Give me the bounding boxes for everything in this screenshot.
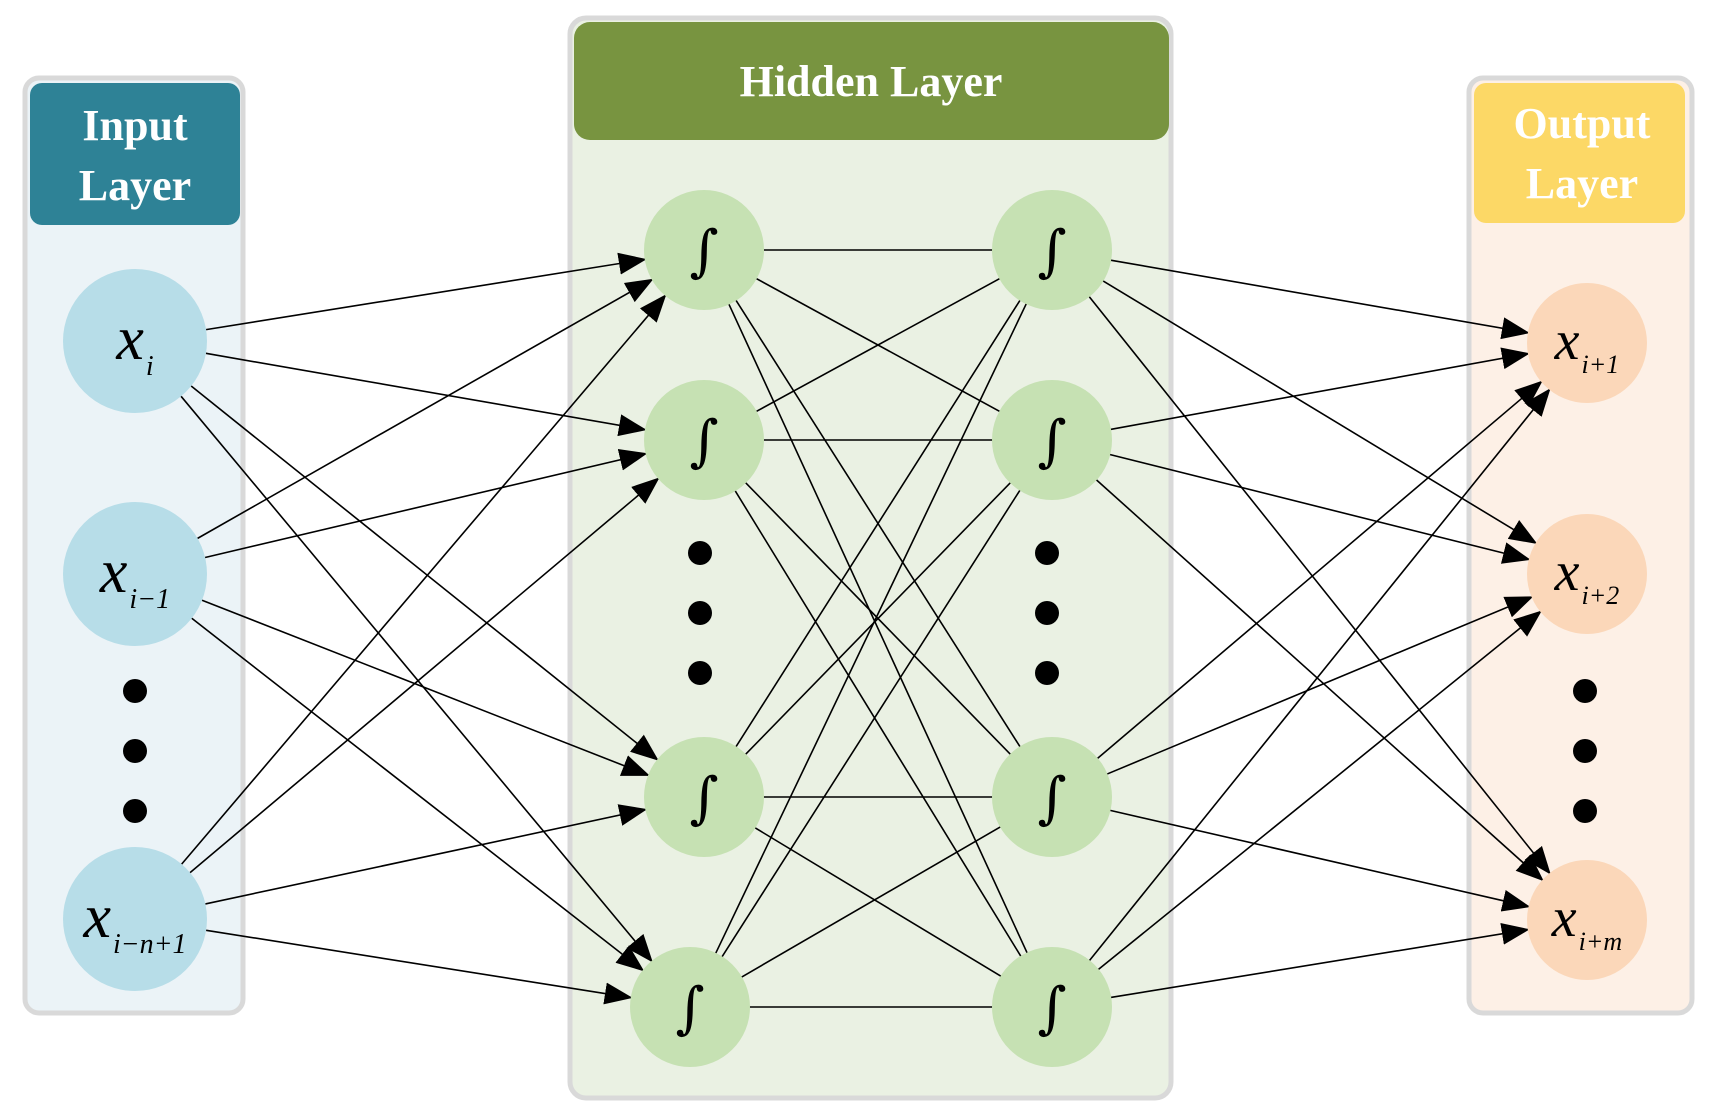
input-to-hidden-connection	[205, 252, 647, 331]
input-to-hidden-connection	[205, 929, 633, 1005]
input-node: xi−n+1	[63, 847, 207, 991]
output-node: xi+1	[1527, 283, 1647, 403]
output-layer-title-line1: Output	[1514, 99, 1651, 148]
hidden-to-output-connection	[1109, 922, 1530, 999]
integral-icon: ∫	[689, 409, 718, 474]
input-layer-title-line1: Input	[82, 101, 188, 150]
input-to-hidden-connection	[191, 617, 645, 972]
integral-icon: ∫	[675, 976, 704, 1041]
input-to-hidden-connection	[180, 395, 654, 963]
hidden-to-hidden-connection	[754, 277, 1002, 413]
hidden-to-output-connection	[1105, 595, 1534, 776]
integral-icon: ∫	[1037, 409, 1066, 474]
input-to-hidden-connection	[197, 278, 654, 540]
hidden-to-hidden-connection	[714, 301, 1028, 956]
hidden-to-output-connection	[1087, 387, 1552, 963]
ellipsis-dot	[1573, 739, 1597, 763]
input-to-hidden-connection	[190, 385, 660, 762]
panels: Input Layer Hidden Layer Output Layer	[22, 15, 1695, 1101]
ellipsis-dot	[123, 799, 147, 823]
hidden-to-output-connection	[1095, 379, 1544, 761]
hidden-to-hidden-connection	[739, 825, 1003, 979]
integral-icon: ∫	[1037, 766, 1066, 831]
hidden-node: ∫	[644, 737, 764, 857]
output-node-label: xi+2	[1554, 541, 1620, 610]
hidden-to-output-connection	[1108, 453, 1531, 564]
ellipsis-dot	[123, 679, 147, 703]
hidden-node: ∫	[992, 947, 1112, 1067]
ellipsis-dot	[688, 661, 712, 685]
hidden-to-hidden-connection	[733, 489, 1023, 958]
hidden-node: ∫	[992, 737, 1112, 857]
hidden-to-hidden-connection	[753, 826, 1003, 978]
hidden-node: ∫	[992, 380, 1112, 500]
output-layer-header	[1474, 83, 1685, 223]
ellipsis-dot	[1035, 661, 1059, 685]
output-node: xi+2	[1527, 514, 1647, 634]
hidden-layer-title: Hidden Layer	[740, 57, 1003, 106]
hidden-to-output-connection	[1087, 294, 1552, 876]
input-to-hidden-connection	[205, 804, 648, 905]
hidden-to-output-connection	[1109, 259, 1530, 340]
input-to-hidden-connection	[181, 293, 668, 865]
input-node: xi	[63, 269, 207, 413]
output-layer-title-line2: Layer	[1526, 159, 1638, 208]
integral-icon: ∫	[689, 219, 718, 284]
input-layer-title-line2: Layer	[79, 161, 191, 210]
input-node-label: xi−1	[99, 538, 170, 615]
integral-icon: ∫	[1037, 219, 1066, 284]
hidden-node: ∫	[992, 190, 1112, 310]
connections	[180, 249, 1552, 1008]
hidden-to-output-connection	[1108, 809, 1531, 912]
hidden-to-hidden-connection	[727, 302, 1029, 955]
hidden-to-hidden-connection	[743, 480, 1013, 757]
ellipsis-dot	[1573, 679, 1597, 703]
hidden-to-output-connection	[1096, 609, 1543, 972]
ellipsis-dot	[688, 601, 712, 625]
output-node: xi+m	[1527, 860, 1647, 980]
ellipsis-dot	[1573, 799, 1597, 823]
hidden-to-output-connection	[1108, 347, 1531, 431]
input-layer-header	[30, 83, 240, 225]
ellipsis-dot	[123, 739, 147, 763]
nodes: xi xi−1 xi−n+1 ∫ ∫ ∫ ∫ ∫ ∫ ∫ ∫ xi+1 xi+2 xi+m	[63, 190, 1647, 1067]
output-node-label: xi+1	[1554, 310, 1620, 379]
integral-icon: ∫	[689, 766, 718, 831]
hidden-to-hidden-connection	[734, 298, 1022, 749]
input-node: xi−1	[63, 502, 207, 646]
output-node-label: xi+m	[1551, 887, 1622, 956]
hidden-node: ∫	[644, 380, 764, 500]
input-node-label: xi−n+1	[82, 883, 186, 960]
hidden-to-hidden-connection	[720, 488, 1022, 959]
ellipsis-dot	[1035, 601, 1059, 625]
ellipsis-dot	[688, 541, 712, 565]
hidden-node: ∫	[630, 947, 750, 1067]
ellipsis-dot	[1035, 541, 1059, 565]
hidden-to-output-connection	[1101, 279, 1538, 545]
input-node-label: xi	[115, 305, 153, 382]
ellipsis-dots	[123, 541, 1597, 823]
input-to-hidden-connection	[201, 599, 651, 777]
hidden-layer-panel	[567, 15, 1174, 1101]
hidden-to-output-connection	[1094, 478, 1545, 882]
hidden-layer-header	[574, 22, 1169, 140]
input-to-hidden-connection	[205, 352, 647, 437]
hidden-node: ∫	[644, 190, 764, 310]
input-to-hidden-connection	[204, 449, 648, 559]
integral-icon: ∫	[1037, 976, 1066, 1041]
input-to-hidden-connection	[189, 476, 661, 874]
